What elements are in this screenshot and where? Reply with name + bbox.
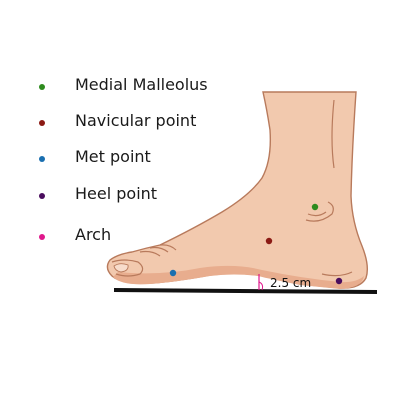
- legend-label: Heel point: [75, 184, 158, 203]
- toe-contour-2: [139, 250, 161, 257]
- sole-shadow: [113, 265, 364, 289]
- legend-item-met-point: Met point: [39, 147, 151, 166]
- big-toe-contour: [111, 259, 144, 277]
- legend-marker-arch: [39, 234, 45, 240]
- foot-silhouette: [106, 91, 369, 289]
- legend-marker-heel-point: [39, 193, 45, 199]
- legend-item-heel-point: Heel point: [39, 184, 157, 203]
- toenail: [113, 263, 129, 273]
- legend-item-medial-malleolus: Medial Malleolus: [39, 75, 208, 94]
- legend-item-navicular-point: Navicular point: [39, 111, 196, 130]
- ankle-bone-contour: [305, 201, 334, 222]
- ankle-bone-contour-2: [307, 211, 327, 217]
- legend-label: Medial Malleolus: [75, 75, 208, 94]
- legend-label: Met point: [75, 147, 151, 166]
- legend-marker-navicular-point: [39, 120, 45, 126]
- arch-measurement-bracket: [258, 281, 264, 291]
- leg-contour: [331, 99, 335, 169]
- toe-contour-3: [149, 246, 169, 253]
- legend-item-arch: Arch: [39, 225, 111, 244]
- legend-marker-medial-malleolus: [39, 84, 45, 90]
- legend-label: Navicular point: [75, 111, 197, 130]
- navicular-point: [265, 237, 273, 245]
- heel-contour: [321, 271, 353, 277]
- arch-measurement-label: 2.5 cm: [270, 276, 311, 290]
- toe-contour-4: [159, 244, 177, 251]
- legend-marker-met-point: [39, 156, 45, 162]
- ground-line: [113, 288, 378, 294]
- legend-label: Arch: [75, 225, 112, 244]
- met-point: [169, 269, 177, 277]
- medial-malleolus-point: [311, 203, 319, 211]
- heel-point: [335, 277, 343, 285]
